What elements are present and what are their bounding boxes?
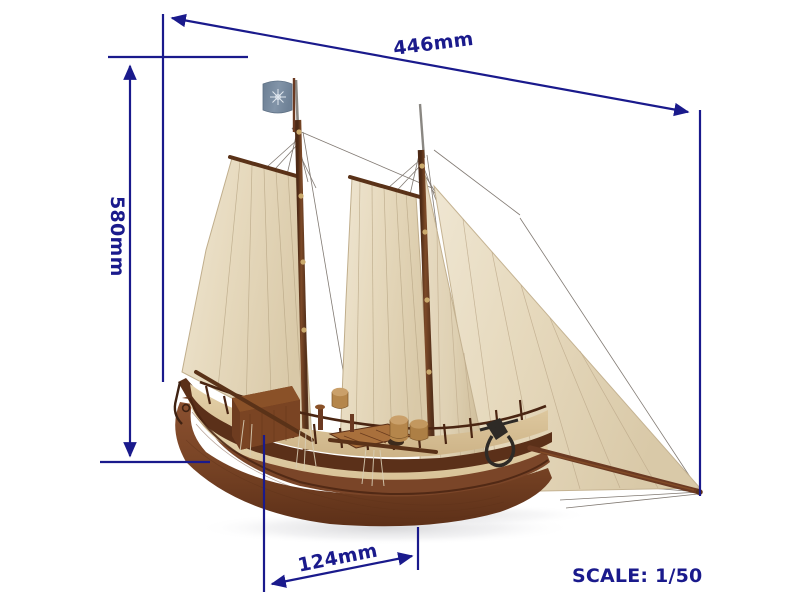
dim-arrow-446 <box>170 13 690 117</box>
bow-anchor <box>479 418 519 468</box>
scale-label: SCALE: 1/50 <box>572 565 703 587</box>
stern-detail <box>173 381 191 425</box>
deck-barrels <box>331 387 429 442</box>
compass-rose-flag <box>262 78 296 132</box>
foresail-gaff <box>181 155 313 441</box>
dim-arrow-124 <box>270 552 414 588</box>
sail-booms <box>194 370 438 454</box>
mainsail-gaff <box>339 175 433 449</box>
outer-jib-sail <box>433 184 702 493</box>
dimension-label-height: 580mm <box>106 196 128 277</box>
dimension-lines <box>100 13 702 592</box>
rigging-belaying-lines <box>239 419 385 487</box>
deck-winch-post <box>315 404 354 432</box>
